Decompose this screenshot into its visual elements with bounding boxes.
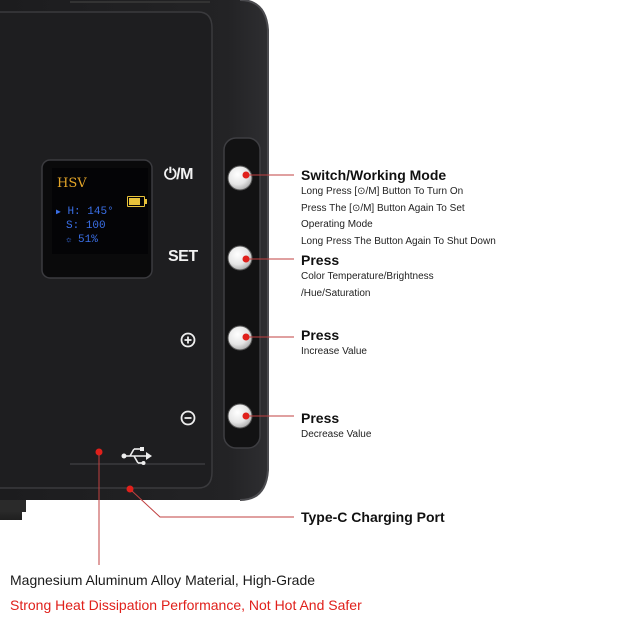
callout-line: Long Press [⊙/M] Button To Turn On [301, 186, 464, 197]
row-marker: ▶ [56, 208, 61, 217]
battery-icon [127, 196, 147, 207]
set-label: SET [168, 248, 198, 265]
leader-line-charging [131, 490, 294, 518]
callout-charging-port: Type-C Charging Port [301, 508, 445, 526]
material-description: Magnesium Aluminum Alloy Material, High-… [10, 572, 316, 588]
increase-button[interactable] [227, 325, 253, 351]
callout-title: Switch/Working Mode [301, 167, 447, 183]
callout-dot-mode [242, 171, 250, 179]
callout-dot-increase [242, 333, 250, 341]
row-value: 100 [85, 220, 106, 232]
button-channel [223, 137, 261, 449]
callout-title: Type-C Charging Port [301, 509, 445, 525]
callout-dot-charging [126, 485, 134, 493]
oled-row-brightness: ☼ 51% [66, 234, 98, 246]
row-label: S: [66, 220, 80, 232]
row-unit: % [91, 234, 98, 246]
callout-line: Long Press The Button Again To Shut Down [301, 235, 496, 247]
brightness-icon: ☼ [66, 235, 72, 245]
power-mode-label: ⏻/M [164, 166, 193, 183]
callout-switch-mode: Switch/Working Mode Long Press [⊙/M] But… [301, 166, 496, 250]
callout-dot-set [242, 255, 250, 263]
row-value: 51 [78, 234, 92, 246]
callout-increase: Press Increase Value [301, 326, 367, 361]
row-unit: ° [107, 206, 114, 218]
callout-line: Press The [⊙/M] Button Again To Set [301, 202, 465, 214]
row-label: H: [67, 206, 81, 218]
plus-circle-icon [180, 332, 196, 348]
oled-row-saturation: S: 100 [66, 220, 106, 232]
heat-dissipation-description: Strong Heat Dissipation Performance, Not… [10, 597, 362, 613]
callout-title: Press [301, 327, 340, 343]
row-value: 145 [87, 206, 108, 218]
usb-icon [121, 447, 152, 465]
oled-display: HSV ▶ H: 145° S: 100 ☼ 51% [52, 168, 154, 256]
callout-decrease: Press Decrease Value [301, 409, 371, 444]
callout-title: Press [301, 252, 340, 268]
callout-dot-material [95, 448, 103, 456]
callout-dot-decrease [242, 412, 250, 420]
callout-title: Press [301, 410, 340, 426]
oled-mode-title: HSV [57, 176, 87, 191]
power-mode-button[interactable] [227, 165, 253, 191]
oled-row-hue: ▶ H: 145° [56, 206, 114, 218]
callout-line: Color Temperature/Brightness [301, 271, 434, 282]
callout-line: Operating Mode [301, 219, 373, 230]
minus-circle-icon [180, 410, 196, 426]
callout-line: Decrease Value [301, 429, 372, 440]
set-button[interactable] [227, 245, 253, 271]
battery-level [129, 198, 140, 205]
callout-line: Increase Value [301, 346, 367, 357]
callout-line: /Hue/Saturation [301, 287, 371, 299]
callout-set: Press Color Temperature/Brightness /Hue/… [301, 251, 434, 302]
